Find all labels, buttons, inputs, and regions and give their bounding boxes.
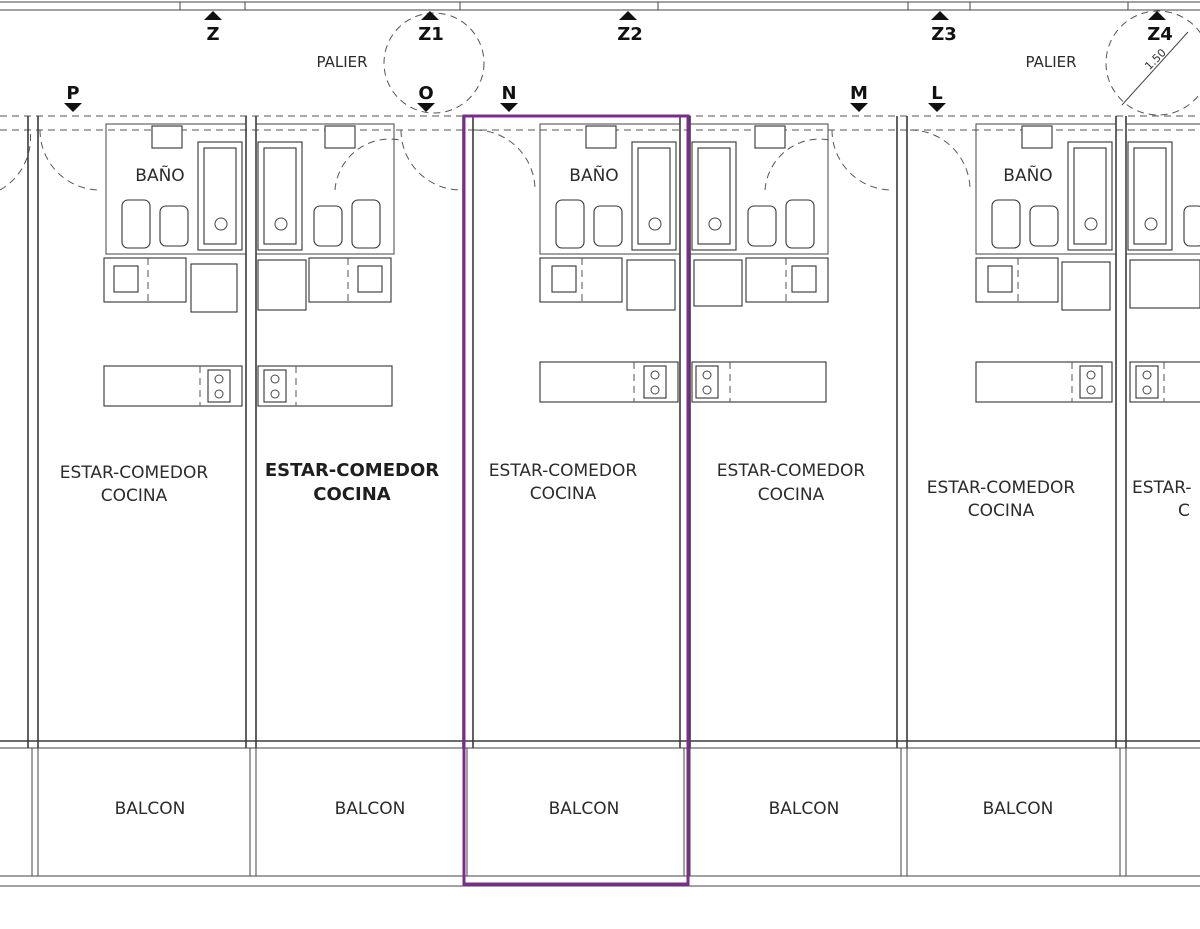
unit-label: ESTAR-COMEDOR COCINA (60, 463, 209, 506)
bathroom-block (689, 123, 829, 255)
bathroom-block (539, 123, 681, 255)
unit-label-partial: ESTAR- C (1132, 478, 1191, 521)
bathroom-label: BAÑO (1003, 164, 1052, 186)
kitchen-counters (103, 361, 1200, 407)
svg-text:M: M (850, 83, 868, 104)
unit-label: ESTAR-COMEDOR COCINA (489, 461, 638, 504)
balcony-label: BALCON (549, 799, 620, 819)
svg-text:P: P (66, 83, 79, 104)
svg-text:COCINA: COCINA (758, 485, 825, 505)
svg-text:Z4: Z4 (1147, 24, 1173, 45)
svg-text:ESTAR-COMEDOR: ESTAR-COMEDOR (265, 460, 439, 481)
unit-label: ESTAR-COMEDOR COCINA (927, 478, 1076, 521)
svg-text:COCINA: COCINA (968, 501, 1035, 521)
bathroom-block (975, 123, 1117, 255)
landing-door-swing-right (1105, 10, 1200, 116)
axis-marker-z: Z (204, 11, 222, 45)
axis-marker-z2: Z2 (617, 11, 643, 45)
svg-text:C: C (1178, 501, 1190, 521)
balcony-label: BALCON (769, 799, 840, 819)
bathroom-block (1125, 123, 1200, 255)
svg-text:COCINA: COCINA (530, 484, 597, 504)
svg-text:COCINA: COCINA (101, 486, 168, 506)
svg-text:Z2: Z2 (617, 24, 643, 45)
svg-text:O: O (418, 83, 433, 104)
bathroom-block (255, 123, 395, 255)
axis-marker-z3: Z3 (931, 11, 957, 45)
balcony-walls (0, 748, 1200, 887)
axis-marker-p: P (64, 83, 82, 112)
balcony-label: BALCON (115, 799, 186, 819)
svg-text:N: N (501, 83, 516, 104)
svg-text:Z1: Z1 (418, 24, 444, 45)
bathroom-label: BAÑO (135, 164, 184, 186)
svg-text:L: L (931, 83, 942, 104)
landing-label: PALIER (316, 53, 367, 71)
bathroom-block (105, 123, 247, 255)
balcony-label: BALCON (983, 799, 1054, 819)
highlighted-unit-outline[interactable] (462, 114, 690, 886)
axis-marker-z4: Z4 (1147, 11, 1173, 45)
svg-text:ESTAR-COMEDOR: ESTAR-COMEDOR (717, 461, 866, 481)
facade-window-line (0, 740, 1200, 749)
svg-text:COCINA: COCINA (313, 484, 390, 505)
svg-text:ESTAR-COMEDOR: ESTAR-COMEDOR (927, 478, 1076, 498)
svg-text:Z: Z (206, 24, 219, 45)
corridor-top-wall (0, 1, 1200, 11)
svg-text:ESTAR-COMEDOR: ESTAR-COMEDOR (489, 461, 638, 481)
svg-text:ESTAR-COMEDOR: ESTAR-COMEDOR (60, 463, 209, 483)
bathroom-label: BAÑO (569, 164, 618, 186)
axis-marker-n: N (500, 83, 518, 112)
landing-door-swing-left (383, 12, 485, 114)
unit-label: ESTAR-COMEDOR COCINA (265, 460, 439, 505)
dimension-label: 1.50 (1142, 46, 1169, 73)
landing-label: PALIER (1025, 53, 1076, 71)
sink-counters (103, 257, 1200, 313)
svg-text:Z3: Z3 (931, 24, 957, 45)
axis-marker-l: L (928, 83, 946, 112)
entry-door-swings (0, 129, 971, 191)
axis-marker-o: O (417, 83, 435, 112)
svg-text:ESTAR-: ESTAR- (1132, 478, 1191, 498)
axis-marker-z1: Z1 (418, 11, 444, 45)
axis-marker-m: M (850, 83, 868, 112)
unit-label: ESTAR-COMEDOR COCINA (717, 461, 866, 505)
balcony-label: BALCON (335, 799, 406, 819)
